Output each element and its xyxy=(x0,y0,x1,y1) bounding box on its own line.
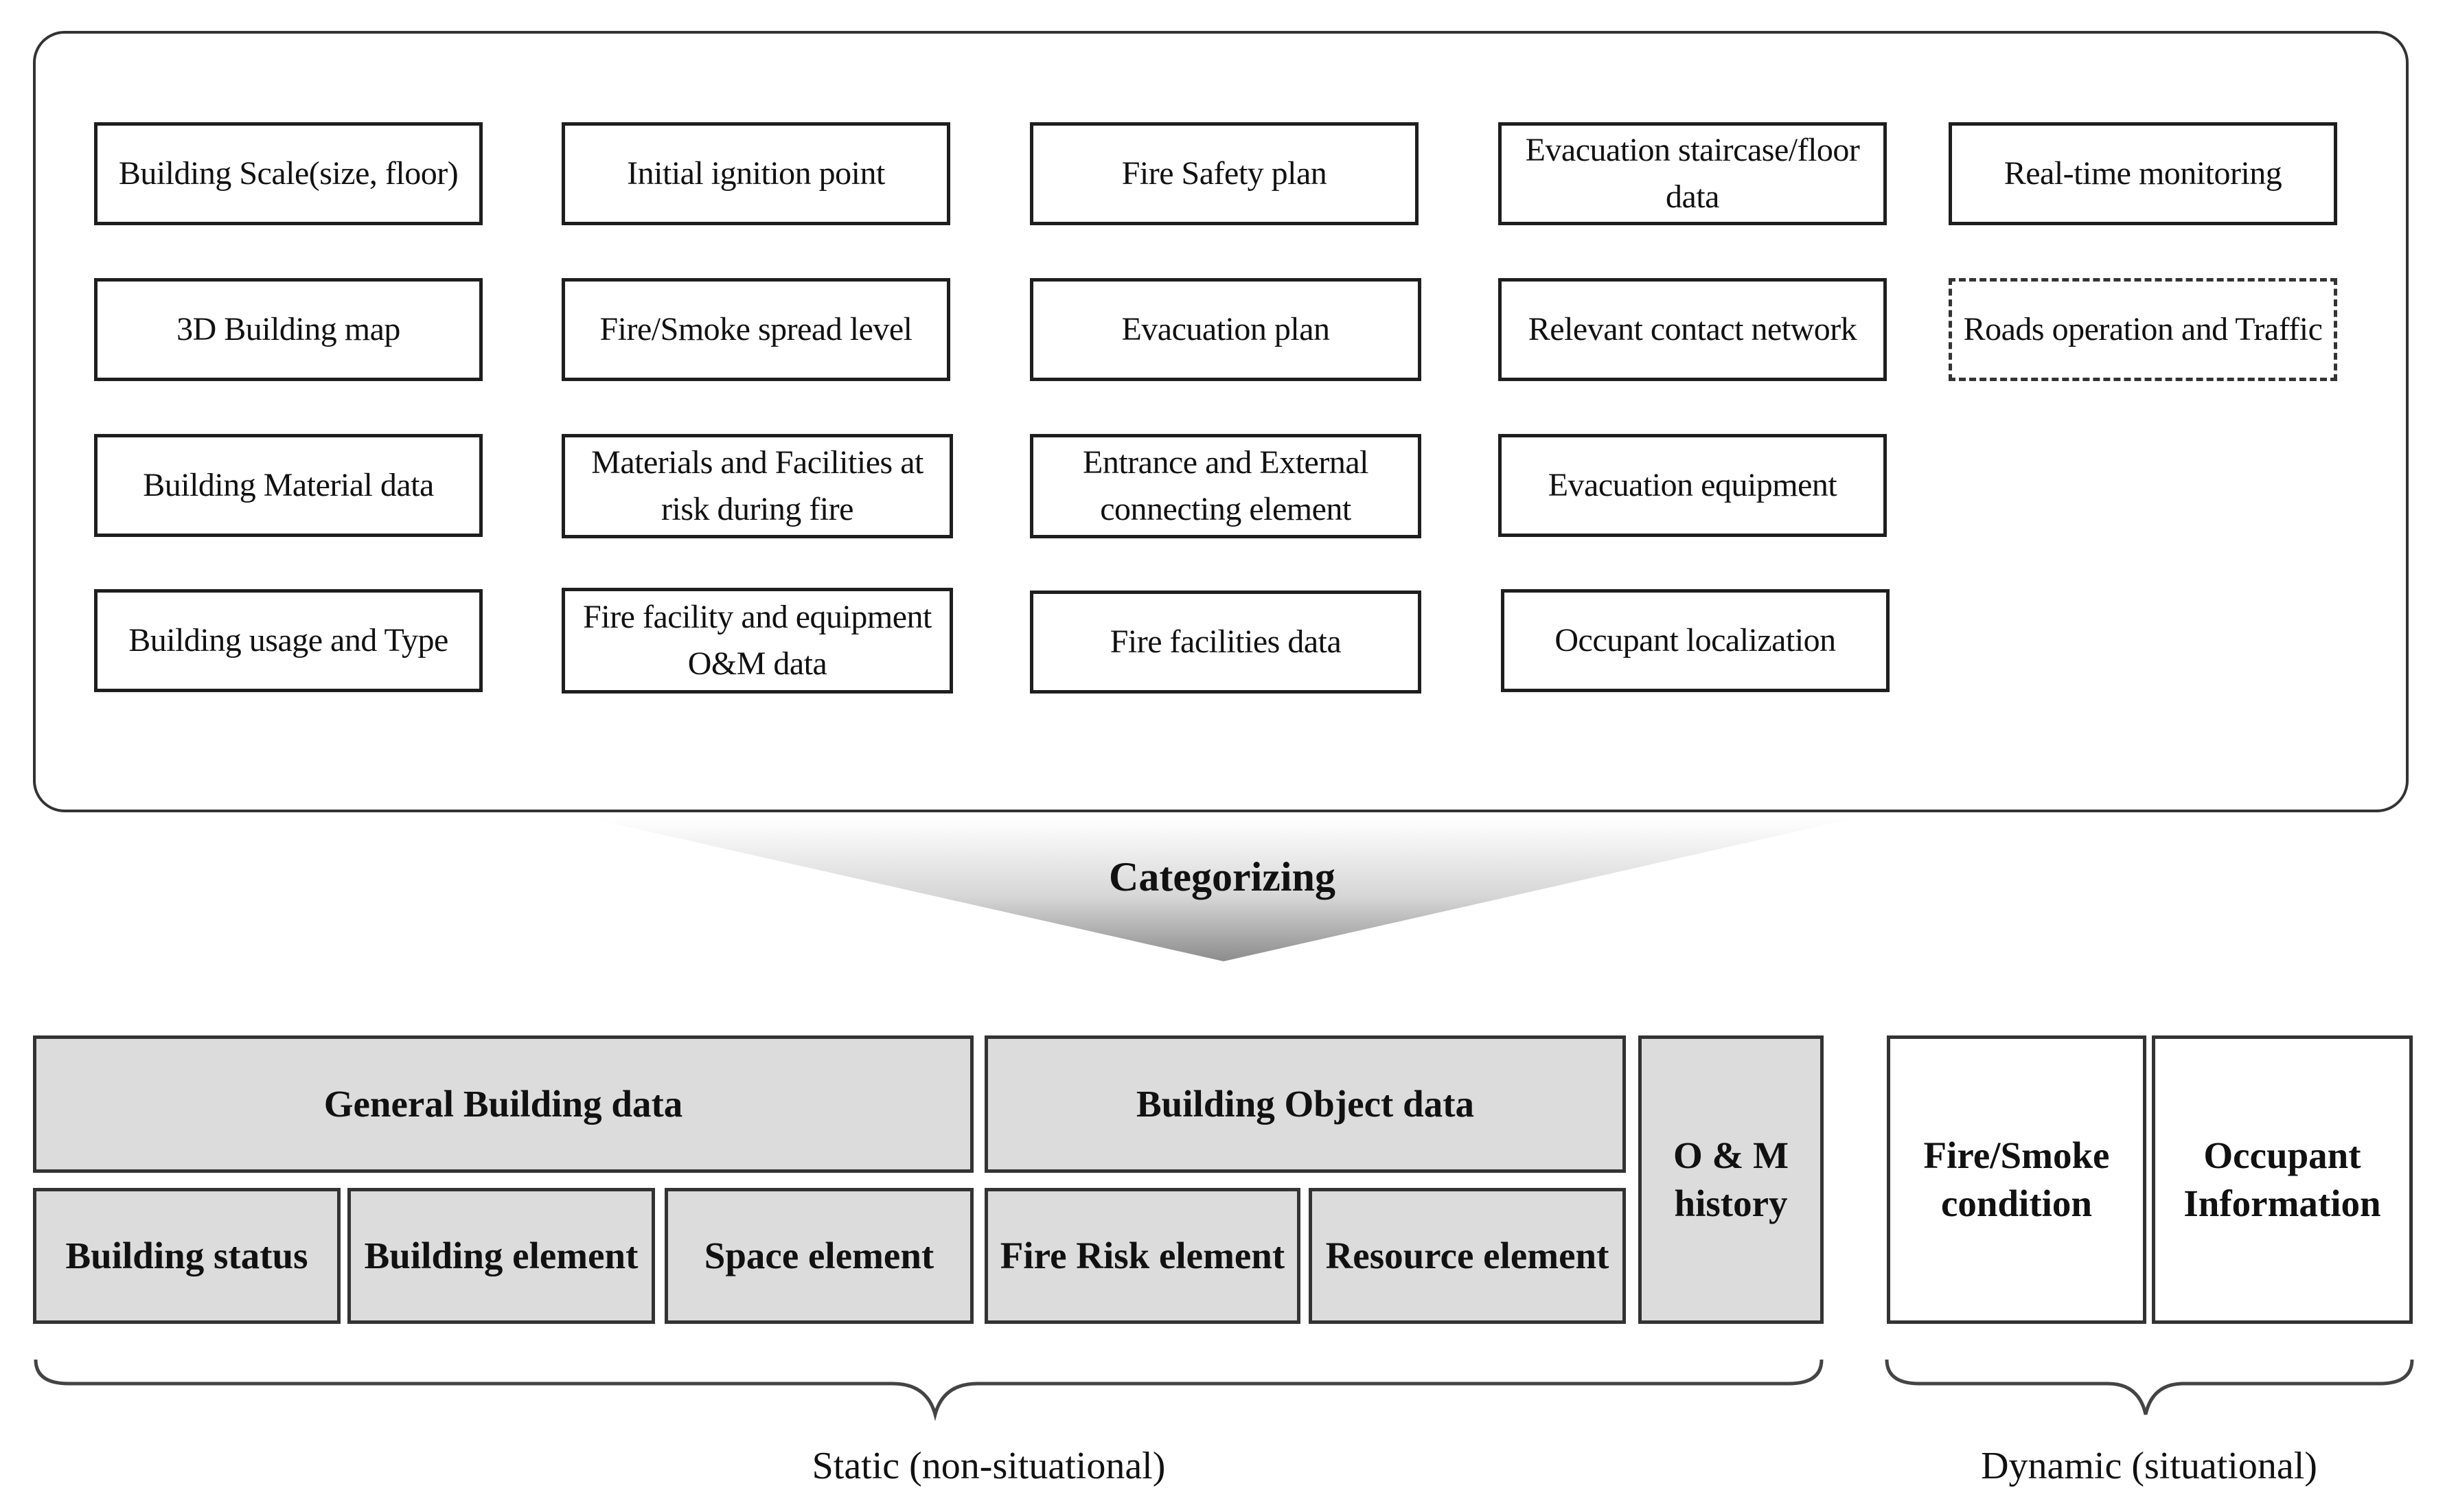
category-fire-smoke-condition: Fire/Smoke condition xyxy=(1887,1035,2146,1324)
item-materials-facilities-at-risk: Materials and Facilities at risk during … xyxy=(562,434,953,538)
category-building-object-data: Building Object data xyxy=(985,1035,1626,1173)
dynamic-brace xyxy=(1885,1359,2414,1415)
static-brace xyxy=(34,1359,1824,1421)
item-building-usage-type: Building usage and Type xyxy=(94,589,483,692)
category-general-building-data: General Building data xyxy=(33,1035,974,1173)
category-occupant-information: Occupant Information xyxy=(2152,1035,2413,1324)
item-occupant-localization: Occupant localization xyxy=(1501,589,1890,692)
item-fire-facility-equipment-om: Fire facility and equipment O&M data xyxy=(562,588,953,694)
categorizing-label: Categorizing xyxy=(1109,854,1335,900)
item-3d-building-map: 3D Building map xyxy=(94,278,483,381)
category-building-element: Building element xyxy=(347,1188,655,1324)
item-roads-operation-traffic: Roads operation and Traffic xyxy=(1949,278,2337,381)
category-resource-element: Resource element xyxy=(1309,1188,1626,1324)
item-fire-smoke-spread-level: Fire/Smoke spread level xyxy=(562,278,950,381)
item-initial-ignition-point: Initial ignition point xyxy=(562,122,950,225)
item-evacuation-plan: Evacuation plan xyxy=(1030,278,1421,381)
item-building-material-data: Building Material data xyxy=(94,434,483,537)
item-entrance-external-connecting: Entrance and External connecting element xyxy=(1030,434,1421,538)
item-fire-facilities-data: Fire facilities data xyxy=(1030,591,1421,694)
item-building-scale: Building Scale(size, floor) xyxy=(94,122,483,225)
item-evacuation-equipment: Evacuation equipment xyxy=(1498,434,1887,537)
item-evacuation-staircase: Evacuation staircase/floor data xyxy=(1498,122,1887,225)
category-building-status: Building status xyxy=(33,1188,341,1324)
categorizing-funnel-arrow xyxy=(590,818,1854,961)
item-real-time-monitoring: Real-time monitoring xyxy=(1949,122,2337,225)
category-fire-risk-element: Fire Risk element xyxy=(985,1188,1300,1324)
dynamic-group-label: Dynamic (situational) xyxy=(1981,1445,2317,1487)
item-fire-safety-plan: Fire Safety plan xyxy=(1030,122,1419,225)
category-space-element: Space element xyxy=(665,1188,974,1324)
item-relevant-contact-network: Relevant contact network xyxy=(1498,278,1887,381)
static-group-label: Static (non-situational) xyxy=(812,1445,1166,1487)
category-om-history: O & M history xyxy=(1638,1035,1824,1324)
